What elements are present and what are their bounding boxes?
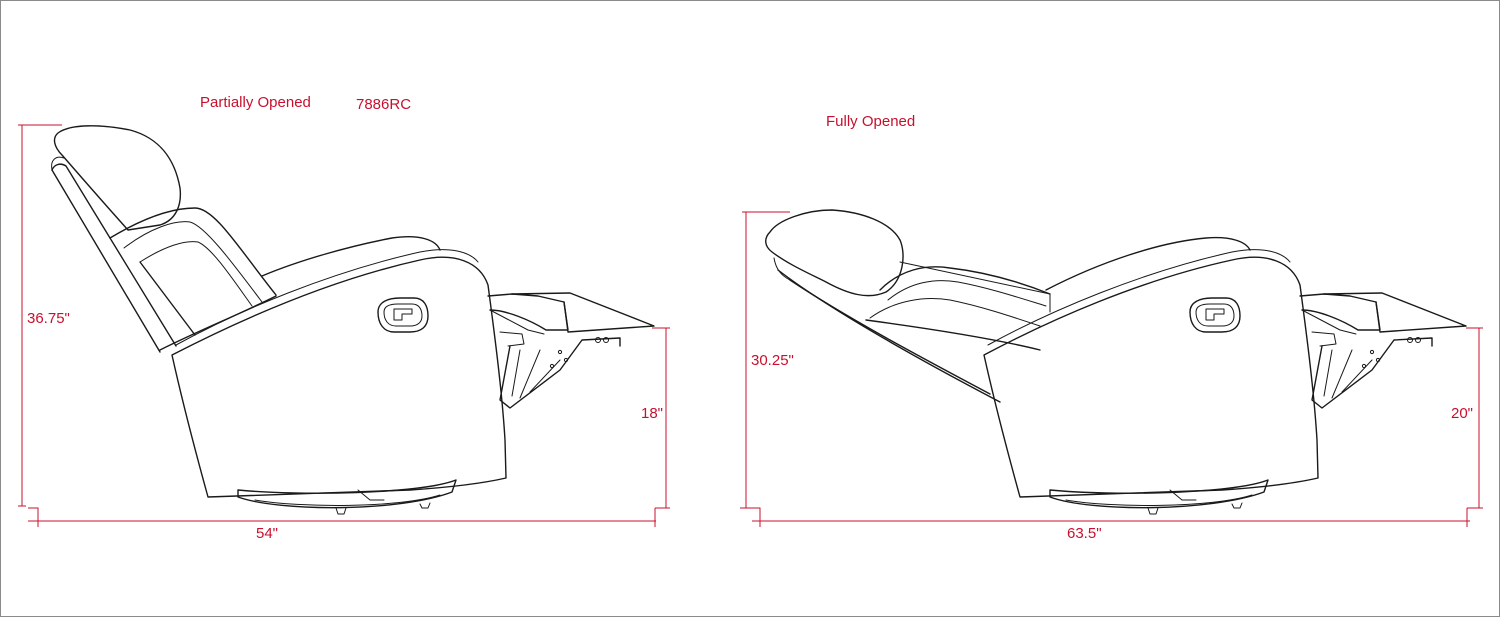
swivel-base-full	[1049, 479, 1269, 515]
headrest-partial	[51, 125, 182, 231]
headrest-full	[765, 209, 904, 297]
arm-body-partial	[171, 236, 507, 498]
fully-opened-title: Fully Opened	[826, 113, 916, 130]
dimensions-partial	[18, 124, 670, 527]
swivel-base-partial	[237, 479, 457, 515]
recliner-fully-opened	[765, 209, 1467, 515]
recliner-partially-opened	[51, 125, 655, 515]
partial-length-label: 54"	[256, 525, 279, 542]
dimensions-full	[740, 211, 1483, 527]
footrest-partial	[487, 292, 655, 409]
arm-body-full	[983, 236, 1319, 498]
footrest-full	[1299, 292, 1467, 409]
partial-footrest-height-label: 18"	[641, 405, 664, 422]
back-cushion-full	[777, 261, 1051, 403]
full-footrest-height-label: 20"	[1451, 405, 1474, 422]
full-height-label: 30.25"	[751, 352, 794, 369]
back-cushion-partial	[51, 163, 277, 353]
full-length-label: 63.5"	[1067, 525, 1102, 542]
partially-opened-title: Partially Opened	[200, 94, 311, 111]
model-number: 7886RC	[356, 96, 412, 113]
release-handle-full	[1189, 297, 1241, 333]
release-handle-partial	[377, 297, 429, 333]
partial-height-label: 36.75"	[27, 310, 70, 327]
